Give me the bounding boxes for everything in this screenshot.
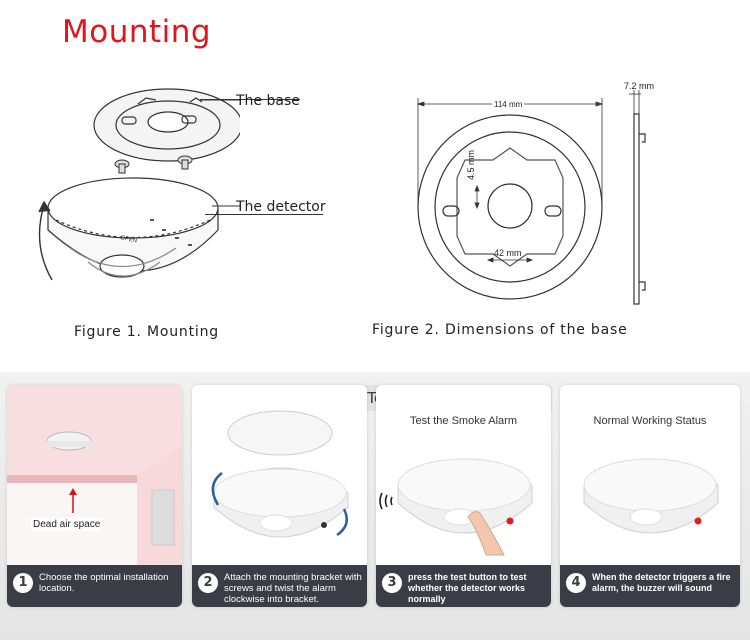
step-text: press the test button to test whether th… bbox=[408, 572, 527, 604]
led-red bbox=[506, 517, 514, 525]
base-plate bbox=[93, 88, 240, 162]
base-center-hole bbox=[487, 183, 533, 229]
page-title: Mounting bbox=[62, 14, 212, 50]
sound-wave-icon bbox=[379, 492, 393, 510]
step-text: Attach the mounting bracket with screws … bbox=[224, 572, 362, 605]
step4-illustration bbox=[583, 458, 719, 534]
step-panel-3: Test the Smoke Alarm 3 press the test bu… bbox=[376, 385, 551, 607]
rotate-arrow-icon bbox=[211, 472, 223, 506]
step-panel-1: Dead air space 1 Choose the optimal inst… bbox=[7, 385, 182, 607]
step2-footer: 2 Attach the mounting bracket with screw… bbox=[192, 565, 367, 607]
dim-thickness: 7.2 mm bbox=[624, 81, 655, 91]
step-number: 3 bbox=[382, 573, 402, 593]
dim-width: 114 mm bbox=[492, 100, 525, 109]
led bbox=[321, 522, 327, 528]
figure1-drawing: OPEN bbox=[38, 88, 240, 281]
window bbox=[151, 489, 175, 546]
step4-footer: 4 When the detector triggers a fire alar… bbox=[560, 565, 740, 607]
step-panel-2: 2 Attach the mounting bracket with screw… bbox=[192, 385, 367, 607]
step2-illustration bbox=[192, 385, 367, 565]
rotate-arrow-icon bbox=[336, 508, 349, 537]
label-the-detector: The detector bbox=[236, 199, 326, 215]
step-panel-4: Normal Working Status 4 When the detecto… bbox=[560, 385, 740, 607]
step1-overlay: Dead air space bbox=[31, 518, 103, 531]
step1-footer: 1 Choose the optimal installation locati… bbox=[7, 565, 182, 607]
leader-line bbox=[205, 214, 323, 215]
step-number: 4 bbox=[566, 573, 586, 593]
step-text: When the detector triggers a fire alarm,… bbox=[592, 572, 731, 593]
finger bbox=[467, 511, 505, 556]
figure1-caption: Figure 1. Mounting bbox=[74, 324, 219, 340]
bracket bbox=[227, 410, 333, 456]
step3-illustration bbox=[379, 458, 533, 556]
label-the-base: The base bbox=[236, 93, 300, 109]
dim-height: 4.5 mm bbox=[466, 149, 476, 180]
base-side-profile bbox=[633, 113, 640, 305]
step-number: 1 bbox=[13, 573, 33, 593]
step3-heading: Test the Smoke Alarm bbox=[410, 415, 517, 427]
step1-illustration bbox=[7, 385, 182, 565]
step4-heading: Normal Working Status bbox=[593, 415, 707, 427]
step-text: Choose the optimal installation location… bbox=[39, 572, 169, 594]
detector-body bbox=[47, 177, 219, 278]
step3-footer: 3 press the test button to test whether … bbox=[376, 565, 551, 607]
leader-line bbox=[200, 99, 300, 100]
figure2-caption: Figure 2. Dimensions of the base bbox=[372, 322, 628, 338]
arrow-up-icon bbox=[69, 488, 77, 495]
figure2-drawing bbox=[416, 90, 646, 305]
dim-hole: 42 mm bbox=[494, 248, 522, 258]
detector-mark: OPEN bbox=[120, 235, 138, 244]
screw-icon bbox=[114, 155, 193, 174]
step-number: 2 bbox=[198, 573, 218, 593]
led-red bbox=[694, 517, 702, 525]
rotate-arrow-icon bbox=[38, 200, 53, 281]
